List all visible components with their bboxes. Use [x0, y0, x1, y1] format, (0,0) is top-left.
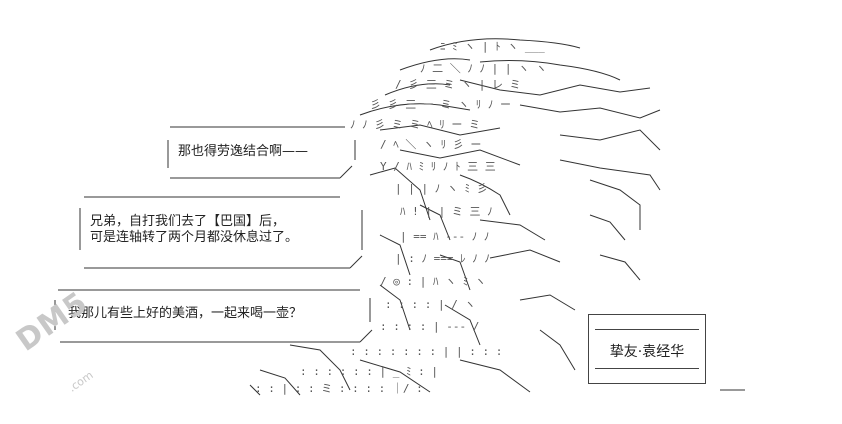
svg-text:| : ﾉ === ﾚ ﾉ ﾉ: | : ﾉ === ﾚ ﾉ ﾉ	[395, 252, 490, 265]
svg-text:| | | ﾉ ヽ ﾐ 彡: | | | ﾉ ヽ ﾐ 彡	[395, 182, 488, 195]
svg-text:: : | : : ミ : : : : ｜/ :: : : | : : ミ : : : : ｜/ :	[255, 382, 423, 395]
speech-bubble-2-line-1: 兄弟，自打我们去了【巴国】后，	[90, 214, 286, 229]
nameplate-top-rule	[595, 329, 699, 330]
svg-text:| == ﾊ --- ﾉ ﾉ: | == ﾊ --- ﾉ ﾉ	[400, 230, 489, 243]
svg-text:彡 彡 三 ー ミ ヽ ﾘ ﾉ ー: 彡 彡 三 ー ミ ヽ ﾘ ﾉ ー	[370, 98, 511, 111]
character-nameplate: 挚友·袁经华	[588, 314, 706, 384]
speech-bubble-3: 我那儿有些上好的美酒，一起来喝一壶？	[68, 306, 302, 322]
svg-text:ﾊ ! | | ミ 三 ﾉ: ﾊ ! | | ミ 三 ﾉ	[400, 205, 493, 218]
svg-text:: : : : | --- /: : : : : | --- /	[380, 320, 479, 333]
speech-bubble-1: 那也得劳逸结合啊——	[178, 144, 308, 160]
svg-text:ﾆ ﾐ ヽ | ﾄ ヽ ___: ﾆ ﾐ ヽ | ﾄ ヽ ___	[440, 40, 545, 53]
svg-text:/ ﾍ ＼ ヽ ﾘ 彡 ー: / ﾍ ＼ ヽ ﾘ 彡 ー	[380, 138, 481, 151]
svg-text:: : : : | / ヽ: : : : : | / ヽ	[385, 298, 475, 311]
nameplate-label: 挚友·袁经华	[609, 344, 685, 360]
svg-text:/ 彡 三 ミ ヽ | レ ミ: / 彡 三 ミ ヽ | レ ミ	[395, 78, 521, 91]
svg-text:: : : : : : | _ ﾐ : |: : : : : : : | _ ﾐ : |	[300, 365, 438, 378]
svg-text:ﾉ ﾉ 彡 ミ ミ ﾍ ﾘ ー ミ: ﾉ ﾉ 彡 ミ ミ ﾍ ﾘ ー ミ	[350, 118, 480, 131]
speech-bubble-1-line-1: 那也得劳逸结合啊——	[178, 144, 309, 159]
svg-text:/ ◎ : | ﾊ ヽ ﾐ ヽ: / ◎ : | ﾊ ヽ ﾐ ヽ	[380, 275, 486, 288]
svg-text:ﾉ 二 ＼ ﾉ ﾉ | | ヽ ヽ: ﾉ 二 ＼ ﾉ ﾉ | | ヽ ヽ	[420, 62, 547, 75]
svg-text:: : : : : : : | | : : :: : : : : : : : | | : : :	[350, 345, 502, 358]
svg-text:Y / ﾊ ﾐ ﾘ ﾉ ﾄ 三 三: Y / ﾊ ﾐ ﾘ ﾉ ﾄ 三 三	[380, 160, 496, 173]
speech-bubble-2: 兄弟，自打我们去了【巴国】后， 可是连轴转了两个月都没休息过了。	[90, 214, 298, 246]
nameplate-bottom-rule	[595, 368, 699, 369]
speech-bubble-3-line-1: 我那儿有些上好的美酒，一起来喝一壶？	[68, 306, 303, 321]
speech-bubble-2-line-2: 可是连轴转了两个月都没休息过了。	[90, 230, 299, 245]
